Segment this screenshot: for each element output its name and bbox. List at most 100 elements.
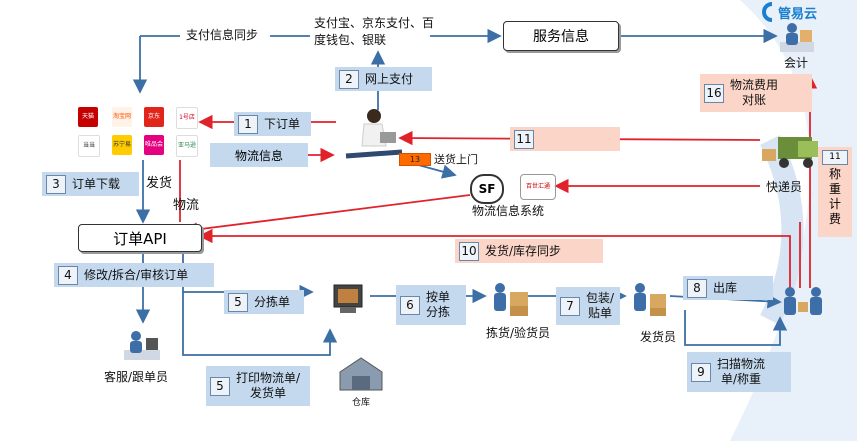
shop-logo-taobao: 淘宝网 — [112, 107, 132, 127]
shipper-figure-icon — [634, 283, 666, 316]
service-info-box: 服务信息 — [503, 21, 619, 51]
step-4-label: 修改/拆合/审核订单 — [84, 267, 189, 282]
step-9-label-line-1: 扫描物流 — [717, 357, 766, 371]
step-6-number: 6 — [400, 295, 420, 315]
step-1-number: 1 — [238, 114, 258, 134]
step-10-ship-inventory-sync: 10 发货/库存同步 — [455, 239, 603, 263]
step-11-label-line-1: 称 — [828, 167, 841, 181]
step-8-label: 出库 — [713, 280, 738, 295]
shop-logos: 天猫 淘宝网 京东 1号店 当当 苏宁易购 唯品会 亚马逊 — [78, 107, 202, 159]
step-5b-label-line-1: 打印物流单/ — [236, 371, 301, 385]
logistics-label: 物流 — [173, 198, 200, 213]
step-7-pack-label: 7 包装/ 贴单 — [556, 287, 620, 325]
pay-methods-line-1: 支付宝、京东支付、百 — [314, 16, 435, 30]
step-13-home-delivery: 11 — [510, 127, 620, 151]
step-6-label-line-2: 分拣 — [426, 305, 451, 319]
step-3-download-orders: 3 订单下载 — [42, 172, 139, 196]
step-7-label: 包装/ 贴单 — [586, 291, 614, 321]
step-9-scan-weigh: 9 扫描物流 单/称重 — [687, 352, 791, 392]
logistics-info-box: 物流信息 — [210, 143, 308, 167]
pick-terminal-icon — [333, 284, 363, 313]
carrier-best-text: 百世汇通 — [525, 183, 550, 190]
shop-logo-suning: 苏宁易购 — [112, 135, 132, 155]
step-11-weigh-billing: 11 11 称 重 计 费 — [818, 147, 852, 237]
step-4-number: 4 — [58, 265, 78, 285]
warehouse-building-icon — [339, 357, 383, 391]
step-7-label-line-2: 贴单 — [588, 306, 613, 320]
service-info-label: 服务信息 — [533, 29, 589, 45]
step-9-label: 扫描物流 单/称重 — [717, 357, 765, 387]
step-16-number: 16 — [704, 83, 724, 103]
step-14-label: 送货上门 — [434, 152, 478, 166]
step-5b-label: 打印物流单/ 发货单 — [236, 371, 300, 401]
accountant-label: 会计 — [784, 56, 809, 70]
brand-mark-icon — [762, 2, 773, 22]
step-3-number: 3 — [46, 174, 66, 194]
shop-logo-tmall: 天猫 — [78, 107, 98, 127]
step-7-label-line-1: 包装/ — [586, 291, 615, 305]
courier-truck-icon — [762, 137, 818, 168]
picker-figure-icon — [494, 283, 528, 316]
step-14-sign-off: 13 送货上门 — [399, 152, 478, 166]
step-4-edit-review-orders: 4 修改/拆合/审核订单 — [54, 263, 214, 287]
step-8-outbound: 8 出库 — [683, 276, 773, 300]
step-5b-number: 5 — [210, 376, 230, 396]
warehouse-label: 仓库 — [352, 398, 371, 408]
customer-service-figure-icon — [124, 331, 160, 360]
step-14-number: 13 — [399, 152, 431, 166]
carrier-sf-logo: SF — [470, 174, 504, 204]
logistics-info-label: 物流信息 — [234, 148, 283, 163]
pay-methods-line-2: 度钱包、银联 — [314, 33, 387, 47]
order-api-box: 订单API — [78, 224, 202, 252]
shop-logo-amazon: 亚马逊 — [176, 135, 198, 157]
step-2-label: 网上支付 — [365, 71, 414, 86]
step-10-number: 10 — [459, 241, 479, 261]
step-11-label-line-2: 重 — [828, 182, 841, 196]
picker-label: 拣货/验货员 — [486, 326, 551, 340]
step-16-freight-reconciliation: 16 物流费用 对账 — [700, 74, 812, 112]
step-16-label-line-1: 物流费用 — [730, 78, 779, 92]
courier-label: 快递员 — [766, 180, 803, 194]
step-5b-label-line-2: 发货单 — [250, 386, 287, 400]
customer-laptop-figure-icon — [345, 109, 403, 159]
brand-logo-text: 管易云 — [778, 6, 818, 22]
pay-sync-label: 支付信息同步 — [186, 28, 259, 42]
step-10-label: 发货/库存同步 — [485, 243, 562, 258]
step-6-label-line-1: 按单 — [426, 290, 451, 304]
step-2-number: 2 — [339, 69, 359, 89]
step-16-label-line-2: 对账 — [742, 93, 767, 107]
step-5-pick-list: 5 分拣单 — [224, 290, 304, 314]
step-6-label: 按单 分拣 — [426, 290, 450, 320]
accountant-figure-icon — [780, 23, 814, 52]
step-13-number: 11 — [514, 129, 534, 149]
step-6-sort-by-order: 6 按单 分拣 — [396, 285, 466, 325]
customer-service-label: 客服/跟单员 — [104, 370, 169, 384]
order-api-label: 订单API — [113, 229, 167, 248]
step-11-number-label: 11 — [822, 150, 848, 165]
step-5-print-waybill: 5 打印物流单/ 发货单 — [206, 366, 310, 406]
scan-weigh-figures-icon — [784, 287, 822, 315]
step-3-label: 订单下载 — [72, 176, 121, 191]
step-7-number: 7 — [560, 296, 580, 316]
step-1-label: 下订单 — [264, 116, 301, 131]
carrier-sf-text: SF — [478, 182, 496, 196]
step-11-label-line-4: 费 — [828, 212, 841, 226]
step-5-label: 分拣单 — [254, 294, 291, 309]
step-16-label: 物流费用 对账 — [730, 78, 778, 108]
step-5-number: 5 — [228, 292, 248, 312]
shop-logo-yhd: 1号店 — [176, 107, 198, 129]
step-11-label-line-3: 计 — [828, 197, 841, 211]
step-1-place-order: 1 下订单 — [234, 112, 311, 136]
step-9-number: 9 — [691, 362, 711, 382]
step-11-label: 称 重 计 费 — [818, 167, 852, 227]
step-2-online-payment: 2 网上支付 — [335, 67, 432, 91]
pay-methods-label: 支付宝、京东支付、百 度钱包、银联 — [314, 15, 434, 49]
delivery-label: 发货 — [146, 176, 173, 191]
shop-logo-vip: 唯品会 — [144, 135, 164, 155]
step-8-number: 8 — [687, 278, 707, 298]
step-9-label-line-2: 单/称重 — [720, 372, 762, 386]
shop-logo-dangdang: 当当 — [78, 135, 100, 157]
logistics-system-label: 物流信息系统 — [472, 204, 545, 218]
carrier-best-logo: 百世汇通 — [520, 174, 556, 200]
